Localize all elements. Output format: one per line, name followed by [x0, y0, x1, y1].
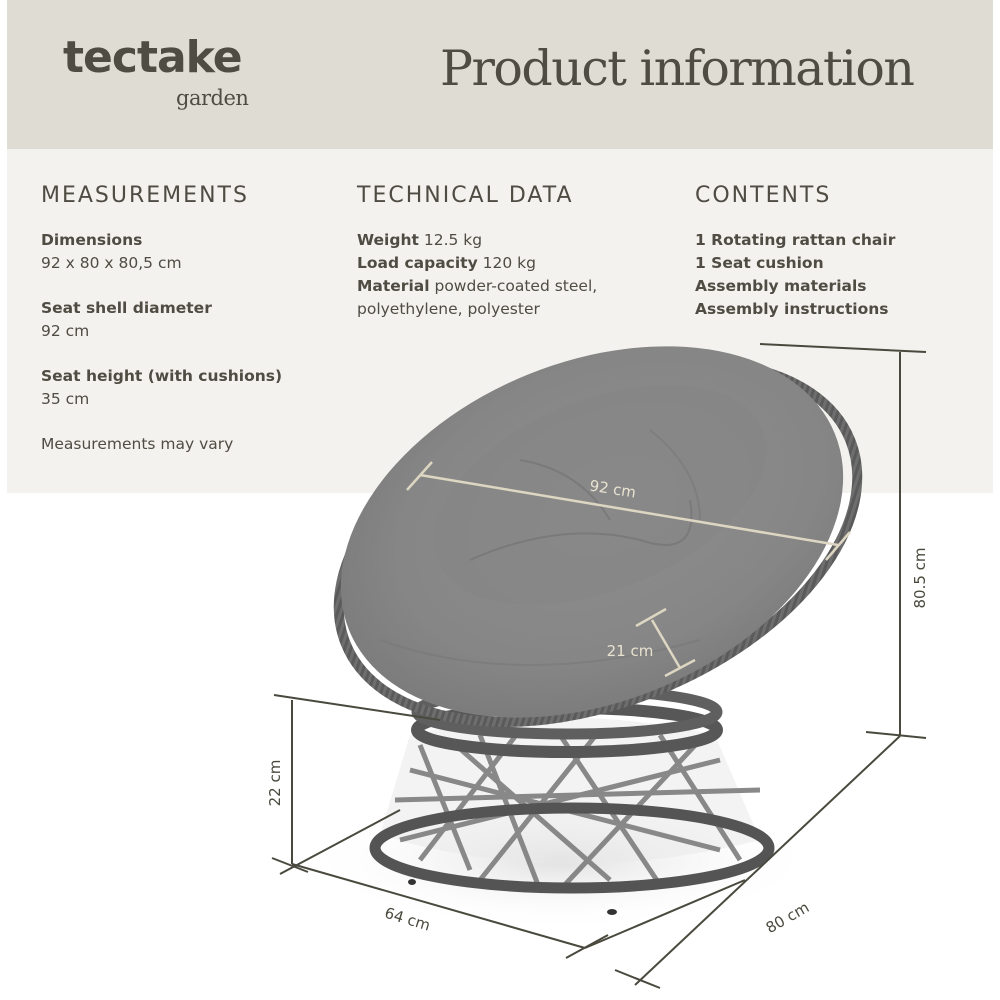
tech-value: powder-coated steel, [434, 277, 598, 295]
tech-value: 120 kg [482, 254, 536, 272]
spec-value: 92 x 80 x 80,5 cm [41, 254, 182, 272]
tech-label: Material [357, 277, 430, 295]
dimension-base-height [271, 694, 441, 875]
dimension-base-depth-label: 64 cm [382, 904, 432, 935]
dimension-cushion-thickness [635, 607, 696, 678]
spec-dimensions: Dimensions 92 x 80 x 80,5 cm [41, 229, 341, 275]
dimension-depth [614, 735, 901, 989]
contents-item: Assembly instructions [695, 300, 889, 318]
brand-logo: tectake [63, 32, 243, 83]
spec-label: Dimensions [41, 231, 143, 249]
dimension-depth-label: 80 cm [763, 898, 812, 937]
chair-base [369, 684, 775, 915]
spec-seat-shell-diameter: Seat shell diameter 92 cm [41, 297, 341, 343]
contents-item: 1 Seat cushion [695, 254, 824, 272]
contents-item: Assembly materials [695, 277, 867, 295]
dimension-height-label: 80.5 cm [911, 547, 929, 608]
tech-material: Material powder-coated steel, [357, 275, 677, 298]
measurements-heading: MEASUREMENTS [41, 183, 249, 208]
dimension-cushion-label: 21 cm [607, 642, 654, 660]
spec-value: 92 cm [41, 322, 90, 340]
technical-data-section: TECHNICAL DATA Weight 12.5 kg Load capac… [357, 183, 677, 321]
brand-sub-logo: garden [176, 86, 249, 110]
technical-data-heading: TECHNICAL DATA [357, 183, 574, 208]
spec-label: Seat shell diameter [41, 299, 212, 317]
tech-value: 12.5 kg [423, 231, 483, 249]
dimension-base-height-label: 22 cm [266, 760, 284, 807]
tech-label: Weight [357, 231, 419, 249]
page-title: Product information [440, 40, 915, 97]
tech-label: Load capacity [357, 254, 478, 272]
contents-section: CONTENTS 1 Rotating rattan chair 1 Seat … [695, 183, 985, 321]
tech-material-line2: polyethylene, polyester [357, 300, 540, 318]
measurements-note: Measurements may vary [41, 435, 234, 453]
measurements-section: MEASUREMENTS Dimensions 92 x 80 x 80,5 c… [41, 183, 341, 456]
dimension-base-depth [291, 863, 746, 959]
spec-value: 35 cm [41, 390, 90, 408]
tech-weight: Weight 12.5 kg [357, 229, 677, 252]
tech-load-capacity: Load capacity 120 kg [357, 252, 677, 275]
spec-label: Seat height (with cushions) [41, 367, 283, 385]
spec-seat-height: Seat height (with cushions) 35 cm [41, 365, 341, 411]
header-banner [7, 0, 993, 149]
contents-item: 1 Rotating rattan chair [695, 231, 896, 249]
floor-shadow [300, 790, 820, 930]
contents-heading: CONTENTS [695, 183, 832, 208]
